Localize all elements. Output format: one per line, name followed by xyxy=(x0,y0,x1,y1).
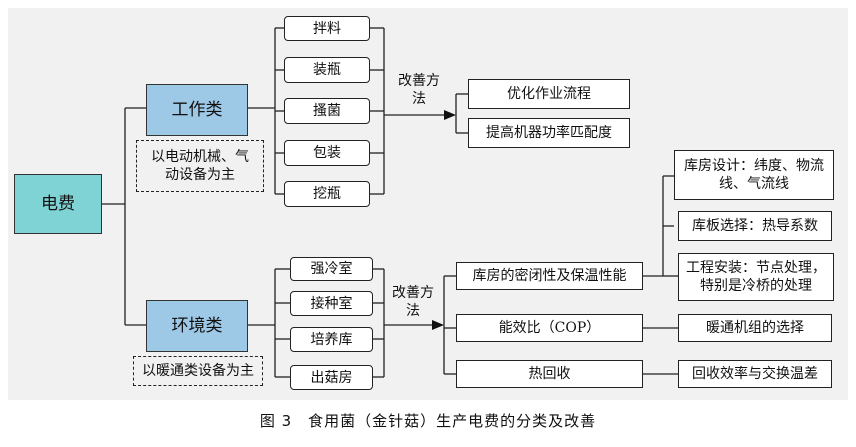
item-box: 出菇房 xyxy=(290,365,373,390)
measure-box: 库房的密闭性及保温性能 xyxy=(456,262,643,290)
branch-note-work: 以电动机械、气动设备为主 xyxy=(136,140,264,192)
item-box: 装瓶 xyxy=(284,57,370,83)
item-box: 挖瓶 xyxy=(284,181,370,207)
figure-caption: 图 3 食用菌（金针菇）生产电费的分类及改善 xyxy=(259,412,597,430)
detail-box: 暖通机组的选择 xyxy=(678,314,832,342)
measure-box: 提高机器功率匹配度 xyxy=(468,118,630,148)
item-box: 搔菌 xyxy=(284,98,370,124)
measure-box: 能效比（COP） xyxy=(456,314,643,342)
detail-box: 库板选择：热导系数 xyxy=(678,211,832,241)
branch-note-work-text: 以电动机械、气动设备为主 xyxy=(151,149,249,183)
measure-box: 优化作业流程 xyxy=(468,79,630,109)
improve-label-environment: 改善方法 xyxy=(392,285,434,319)
root-node: 电费 xyxy=(14,174,102,234)
item-box: 强冷室 xyxy=(290,257,373,281)
detail-text: 工程安装：节点处理，特别是冷桥的处理 xyxy=(686,260,826,294)
detail-box: 库房设计：纬度、物流线、气流线 xyxy=(674,150,834,200)
branch-node-work: 工作类 xyxy=(146,84,248,136)
item-box: 拌料 xyxy=(284,16,370,41)
item-box: 接种室 xyxy=(290,291,373,316)
branch-note-environment-text: 以暖通类设备为主 xyxy=(142,363,254,379)
branch-node-environment: 环境类 xyxy=(146,300,248,352)
detail-box: 回收效率与交换温差 xyxy=(678,360,832,388)
detail-text: 库房设计：纬度、物流线、气流线 xyxy=(684,158,824,192)
measure-box: 热回收 xyxy=(456,360,643,388)
item-box: 培养库 xyxy=(290,327,373,352)
item-box: 包装 xyxy=(284,140,370,166)
improve-label-work: 改善方法 xyxy=(398,73,440,107)
branch-note-environment: 以暖通类设备为主 xyxy=(133,356,263,386)
detail-box: 工程安装：节点处理，特别是冷桥的处理 xyxy=(678,253,834,301)
